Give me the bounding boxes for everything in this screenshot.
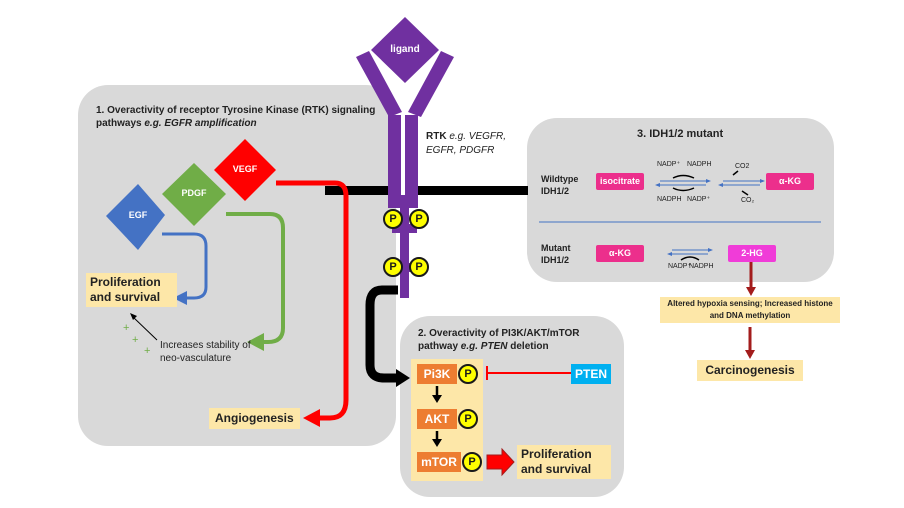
nadph-bottom: NADPH: [657, 196, 682, 203]
pdgf-diamond: [162, 163, 226, 226]
phospho-circle: P: [409, 257, 429, 277]
rtk-stem-left: [388, 115, 401, 208]
wildtype-idh-label: Wildtype IDH1/2: [541, 174, 579, 196]
rtk-linker-2: [392, 263, 417, 272]
pten-node: PTEN: [571, 364, 611, 384]
membrane-right: [413, 186, 528, 195]
stability-arrow: [132, 316, 158, 341]
rtk-box-title: 1. Overactivity of receptor Tyrosine Kin…: [96, 105, 376, 129]
phospho-circle: P: [383, 209, 403, 229]
pi3k-phospho: P: [458, 364, 478, 384]
rtk-linker-1: [392, 224, 417, 233]
mtor-to-proliferation-arrow: [486, 447, 515, 477]
akt-node: AKT: [417, 409, 457, 429]
egf-arrow: [162, 232, 208, 300]
angiogenesis-label: Angiogenesis: [209, 408, 300, 429]
stability-label: Increases stability of neo-vasculature: [160, 340, 251, 364]
egf-diamond: [106, 184, 165, 250]
co2-bottom: CO₂: [741, 197, 755, 204]
mtor-phospho: P: [462, 452, 482, 472]
vegf-arrow: [276, 180, 349, 421]
svg-text:+: +: [144, 345, 150, 357]
ligand-label: ligand: [390, 44, 420, 55]
idh-mutant-box: [527, 118, 834, 282]
phospho-circle: P: [383, 257, 403, 277]
mutant-idh-label: Mutant IDH1/2: [541, 243, 571, 265]
rtk-label: RTK e.g. VEGFR, EGFR, PDGFR: [426, 131, 507, 156]
rtk-to-pi3k-arrow: [365, 285, 398, 383]
2hg-node: 2-HG: [728, 245, 776, 262]
svg-text:+: +: [132, 334, 138, 346]
rtk-pathway-box: [78, 85, 396, 446]
rtk-arm-left: [356, 51, 402, 117]
akg-node: α-KG: [766, 173, 814, 190]
mutant-nadph: NADPH: [689, 263, 714, 270]
rtk-intracellular: [400, 195, 409, 298]
co2-top: CO2: [735, 163, 750, 170]
vegf-label: VEGF: [232, 164, 258, 174]
ligand-shape: [371, 17, 439, 83]
rtk-stem-right: [405, 115, 418, 208]
idh-box-title: 3. IDH1/2 mutant: [637, 128, 724, 140]
isocitrate-node: isocitrate: [596, 173, 644, 190]
phospho-circle: P: [409, 209, 429, 229]
pi3k-node: Pi3K: [417, 364, 457, 384]
pi3k-box-title: 2. Overactivity of PI3K/AKT/mTOR pathway…: [418, 328, 580, 352]
rtk-arm-right: [408, 51, 454, 117]
svg-text:+: +: [123, 322, 129, 334]
nadp-plus-bottom: NADP⁺: [687, 196, 711, 203]
akt-phospho: P: [458, 409, 478, 429]
proliferation-survival-label: Proliferation and survival: [86, 273, 177, 307]
pdgf-arrow: [226, 212, 285, 344]
membrane-left: [325, 186, 395, 195]
nadp-plus-top: NADP⁺: [657, 161, 681, 168]
mutant-akg-node: α-KG: [596, 245, 644, 262]
hypoxia-methylation-label: Altered hypoxia sensing; Increased histo…: [660, 297, 840, 323]
mutant-nadp-plus: NADP⁺: [668, 263, 692, 270]
nadph-top: NADPH: [687, 161, 712, 168]
pdgf-label: PDGF: [181, 188, 207, 198]
egf-label: EGF: [128, 210, 148, 220]
pi3k-proliferation-label: Proliferation and survival: [517, 445, 611, 479]
carcinogenesis-label: Carcinogenesis: [697, 360, 803, 381]
mtor-node: mTOR: [417, 452, 461, 472]
vegf-diamond: [214, 139, 276, 201]
